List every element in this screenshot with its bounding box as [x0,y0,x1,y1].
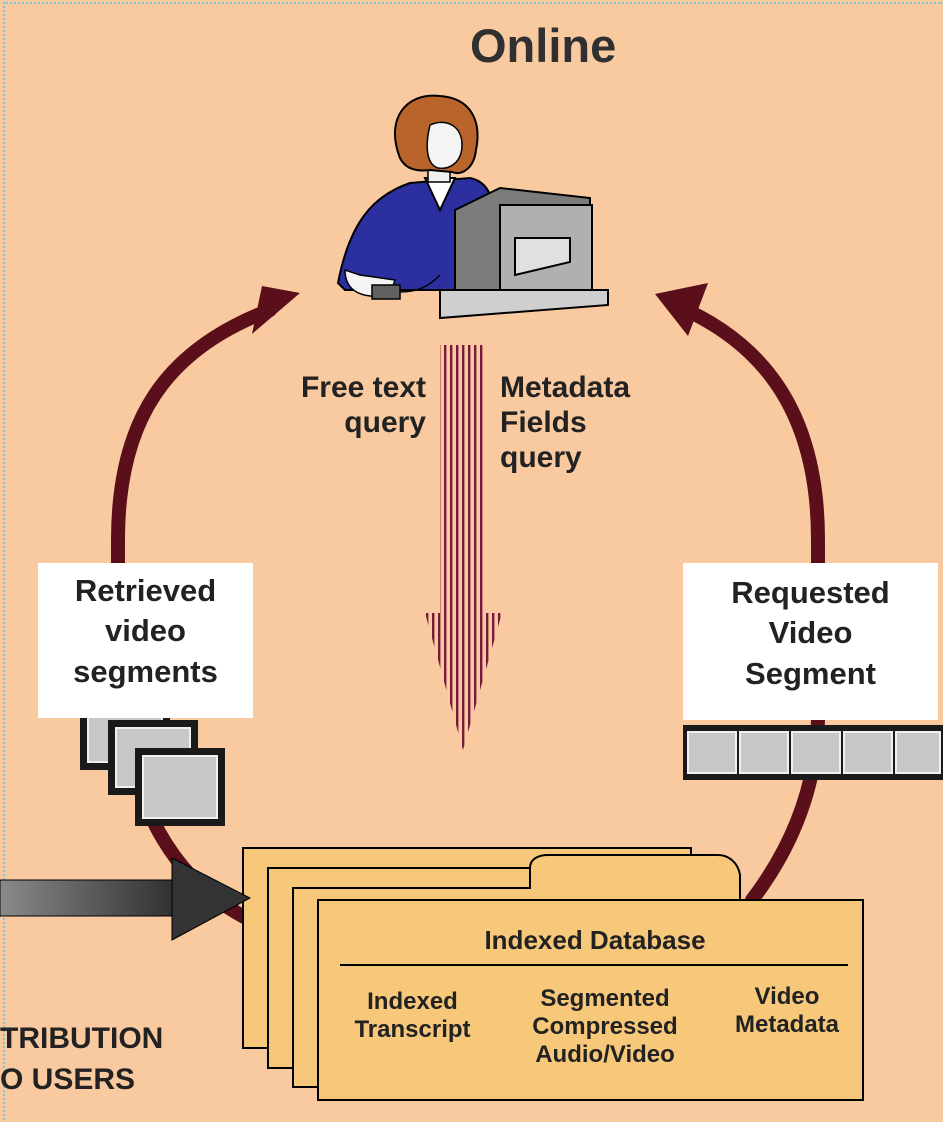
distribution-arrow [0,857,252,941]
database-title: Indexed Database [484,925,706,955]
label-line: Transcript [354,1016,471,1044]
label-line: Indexed [367,988,458,1015]
query-arrow [425,345,502,750]
label-line: Retrieved [74,573,217,608]
distribution-label: TRIBUTION O USERS [0,1018,230,1101]
label-line: query [344,406,426,440]
free-text-query-label: Free text query [256,370,426,440]
metadata-query-label: Metadata Fields query [500,370,680,475]
label-line: O USERS [0,1063,136,1097]
user-at-computer-icon [336,94,609,320]
database-column-metadata: Video Metadata [712,983,862,1039]
database-column-transcript: Indexed Transcript [330,988,495,1044]
label-line: segments [73,653,218,689]
label-line: query [500,441,582,475]
label-line: TRIBUTION [0,1022,164,1055]
page-title: Online [470,19,617,72]
label-line: Video [768,615,853,651]
label-line: video [105,613,186,649]
label-line: Segmented [540,985,670,1012]
film-frame [135,748,225,826]
retrieved-segments-box: Retrieved video segments [38,563,253,718]
label-line: Requested [731,575,890,610]
right-cycle-arrow [655,283,825,907]
label-line: Audio/Video [535,1041,675,1069]
slide-border [3,2,943,1120]
label-line: Fields [500,406,587,440]
label-line: Free text [300,371,426,404]
label-line: Segment [745,655,876,691]
requested-segment-box: Requested Video Segment [683,563,938,720]
database-folders [242,847,864,1101]
database-column-audio-video: Segmented Compressed Audio/Video [495,985,715,1069]
requested-filmstrip [683,725,943,780]
label-line: Metadata [500,371,631,404]
label-line: Metadata [734,1011,840,1039]
label-line: Compressed [532,1013,678,1041]
label-line: Video [754,983,820,1010]
